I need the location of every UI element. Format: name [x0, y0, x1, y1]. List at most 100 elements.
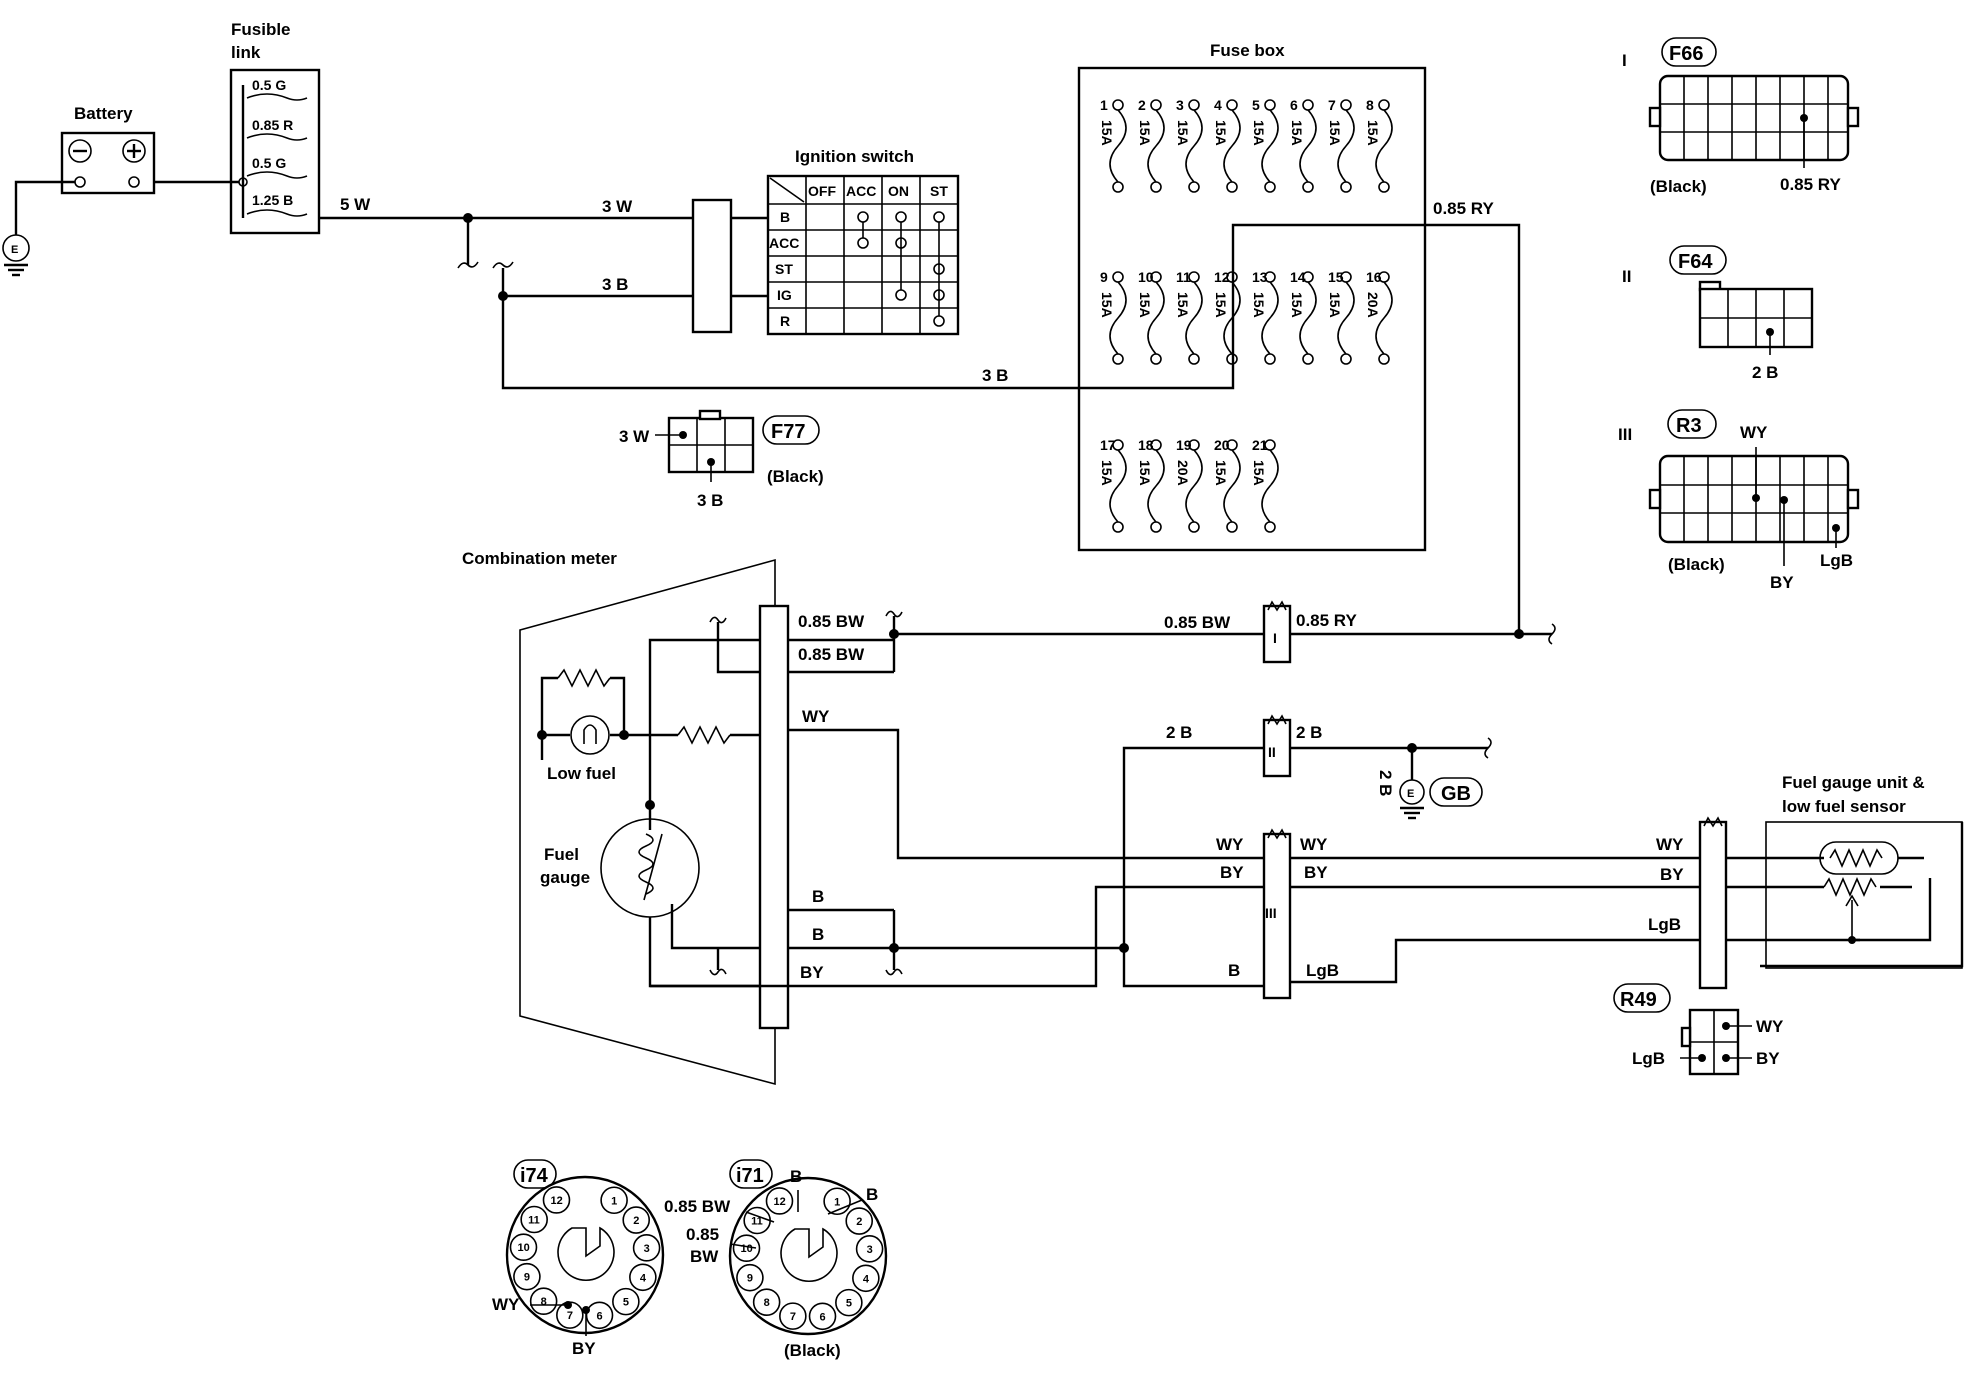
f66-roman: I [1622, 51, 1627, 70]
i71-pin-5: 5 [835, 1288, 863, 1317]
r3-by: BY [1770, 573, 1794, 592]
fuse-amp-2: 15A [1137, 120, 1153, 146]
i71-pin-label-4: 4 [863, 1273, 870, 1285]
i71-pin-label-9: 9 [747, 1273, 753, 1285]
connector-f64: II F64 2 B [1622, 245, 1814, 382]
fuse-number-3: 3 [1176, 97, 1184, 113]
fuse-number-9: 9 [1100, 269, 1108, 285]
fuse-amp-1: 15A [1099, 120, 1115, 146]
wire-085ry-top: 0.85 RY [1433, 199, 1494, 218]
i71-bw-b-1: 0.85 [686, 1225, 719, 1244]
fuse-amp-4: 15A [1213, 120, 1229, 146]
f77-pin-b: 3 B [697, 491, 723, 510]
low-fuel-label: Low fuel [547, 764, 616, 783]
wire-lgb-sensor: LgB [1648, 915, 1681, 934]
i74-pin-label-12: 12 [550, 1195, 562, 1207]
fuse-number-19: 19 [1176, 437, 1192, 453]
wire-085bw-c: 0.85 BW [1164, 613, 1231, 632]
f66-id: F66 [1669, 43, 1703, 65]
i71-pin-12: 12 [765, 1187, 794, 1215]
fuse-number-14: 14 [1290, 269, 1306, 285]
r3-color: (Black) [1668, 555, 1725, 574]
fuse-box-label: Fuse box [1210, 41, 1285, 60]
junction-iii-label: III [1265, 905, 1277, 921]
r3-lgb: LgB [1820, 551, 1853, 570]
wire-3b-bottom: 3 B [982, 366, 1008, 385]
combination-meter-label: Combination meter [462, 549, 617, 568]
fuse-number-10: 10 [1138, 269, 1154, 285]
ign-row-st: ST [775, 261, 793, 277]
fuel-gauge: Fuel gauge [540, 800, 760, 988]
i74-pin-label-3: 3 [644, 1243, 650, 1255]
fuse-amp-15: 15A [1327, 292, 1343, 318]
i74-pin-2: 2 [622, 1206, 651, 1234]
f66-wire: 0.85 RY [1780, 175, 1841, 194]
i71-bw-a: 0.85 BW [664, 1197, 731, 1216]
i74-pin-label-5: 5 [623, 1297, 629, 1309]
connector-r49: R49 WY BY LgB [1613, 983, 1784, 1076]
i74-by: BY [572, 1339, 596, 1358]
i71-pin-2: 2 [845, 1207, 874, 1235]
ign-row-ig: IG [777, 287, 792, 303]
i71-pin-label-8: 8 [764, 1297, 770, 1309]
wire-3b-top: 3 B [602, 275, 628, 294]
wire-2b-left: 2 B [1166, 723, 1192, 742]
chassis-ground-icon: E [2, 234, 30, 277]
junction-iii: III [1262, 828, 1292, 1000]
i71-pin-3: 3 [855, 1235, 884, 1263]
ign-row-b: B [780, 209, 790, 225]
fuse-number-21: 21 [1252, 437, 1268, 453]
f77-color: (Black) [767, 467, 824, 486]
ign-col-acc: ACC [846, 183, 876, 199]
wire-by-meter: BY [800, 963, 824, 982]
wire-3w-top: 3 W [602, 197, 633, 216]
fuse-number-13: 13 [1252, 269, 1268, 285]
fuse-amp-19: 20A [1175, 460, 1191, 486]
sensor-junction [1698, 820, 1728, 990]
gb-id: GB [1441, 783, 1471, 805]
i74-pin-label-7: 7 [567, 1310, 573, 1322]
fuse-amp-21: 15A [1251, 460, 1267, 486]
i74-pin-label-4: 4 [640, 1272, 647, 1284]
ign-row-r: R [780, 313, 790, 329]
gb-ground-letter: E [1407, 788, 1414, 800]
ground-letter: E [11, 244, 18, 256]
wire-by-left: BY [1220, 863, 1244, 882]
wire-2b-right: 2 B [1296, 723, 1322, 742]
connector-f66: I F66 (Black) 0.85 RY [1622, 37, 1860, 196]
i74-wy: WY [492, 1295, 520, 1314]
fuse-number-20: 20 [1214, 437, 1230, 453]
wire-b-mid: B [1228, 961, 1240, 980]
ign-col-st: ST [930, 183, 948, 199]
fusible-link-3: 1.25 B [252, 192, 293, 208]
connector-f77: 3 W 3 B F77 (Black) [619, 409, 824, 510]
i71-color: (Black) [784, 1341, 841, 1360]
i71-pin-label-2: 2 [856, 1216, 862, 1228]
i74-pin-label-1: 1 [611, 1195, 617, 1207]
i71-wires: B B 0.85 BW 0.85 BW (Black) [664, 1167, 878, 1360]
i71-pin-4: 4 [852, 1264, 880, 1293]
f66-color: (Black) [1650, 177, 1707, 196]
fuse-amp-17: 15A [1099, 460, 1115, 486]
ign-row-acc: ACC [769, 235, 799, 251]
fuse-number-11: 11 [1176, 269, 1191, 285]
fuse-amp-3: 15A [1175, 120, 1191, 146]
wire-by-right: BY [1304, 863, 1328, 882]
i74-pin-label-11: 11 [528, 1215, 540, 1227]
